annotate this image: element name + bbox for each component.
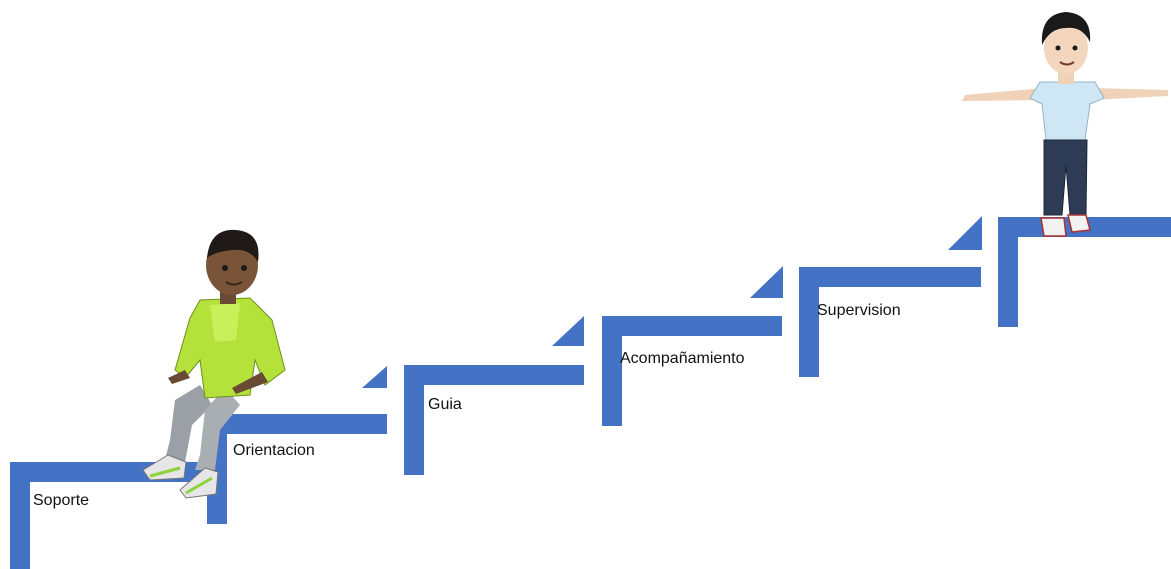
step-riser-6 xyxy=(998,217,1018,327)
step-tread-4 xyxy=(602,316,782,336)
step-corner-triangle-2 xyxy=(362,366,387,388)
step-riser-4 xyxy=(602,316,622,426)
step-corner-triangle-3 xyxy=(552,316,584,346)
step-label-guia: Guia xyxy=(428,396,462,413)
step-label-supervision: Supervision xyxy=(817,302,901,319)
step-riser-5 xyxy=(799,267,819,377)
steps-layer xyxy=(10,216,1171,569)
step-corner-triangle-5 xyxy=(948,216,982,250)
step-label-acompanamiento: Acompañamiento xyxy=(620,350,745,367)
step-label-orientacion: Orientacion xyxy=(233,442,315,459)
step-riser-3 xyxy=(404,365,424,475)
sitting-avatar-figure xyxy=(142,229,286,499)
step-tread-3 xyxy=(404,365,584,385)
step-corner-triangle-4 xyxy=(750,266,783,298)
step-tread-5 xyxy=(799,267,981,287)
step-label-soporte: Soporte xyxy=(33,492,90,509)
step-tread-2 xyxy=(207,414,387,434)
step-riser-1 xyxy=(10,462,30,569)
standing-avatar-figure xyxy=(962,12,1168,237)
